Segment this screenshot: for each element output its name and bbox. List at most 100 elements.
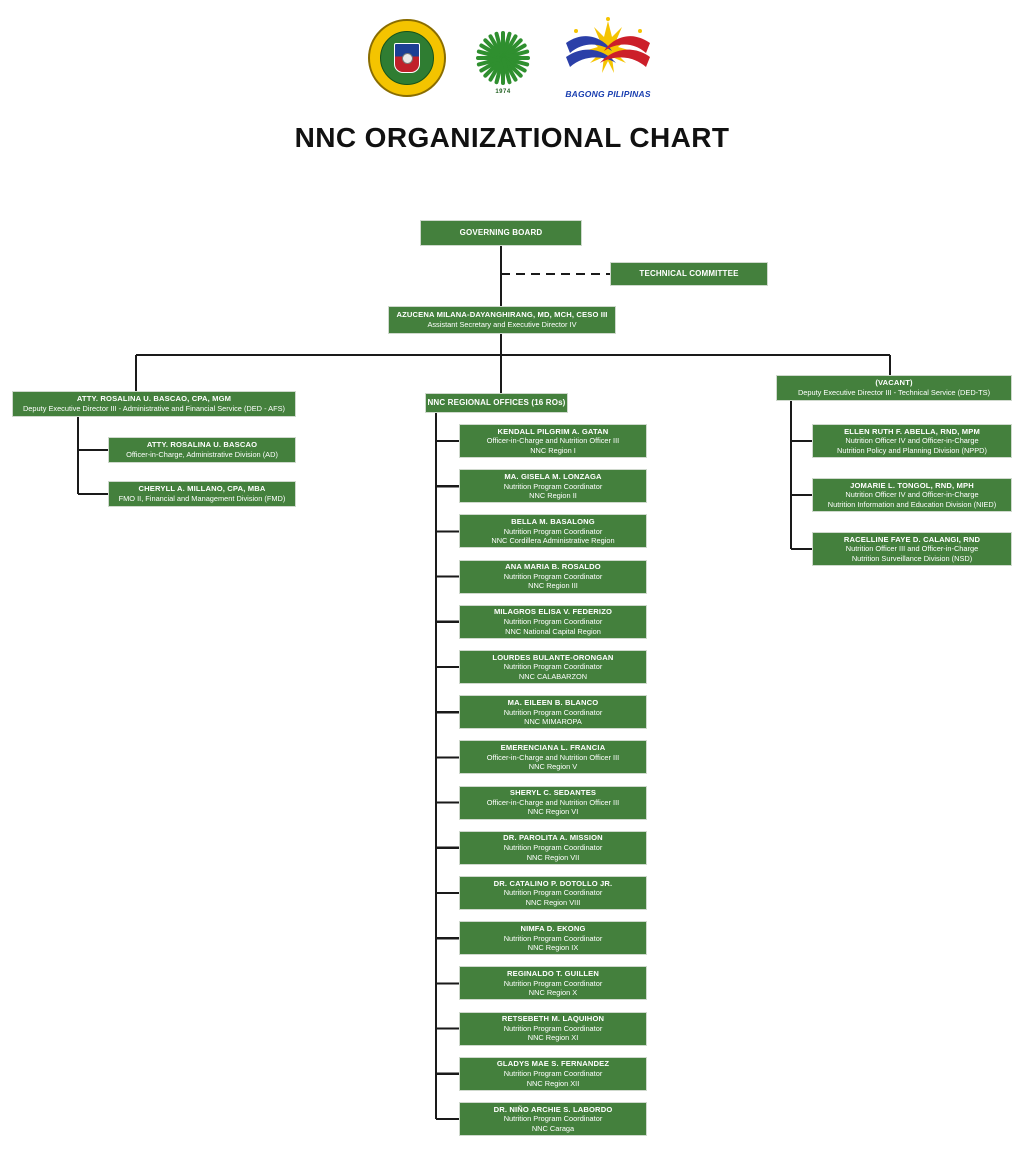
- regional-office-title: Nutrition Program Coordinator: [503, 978, 603, 988]
- regional-office-name: NIMFA D. EKONG: [520, 923, 586, 933]
- regional-office-name: KENDALL PILGRIM A. GATAN: [497, 426, 609, 436]
- governing-board-box[interactable]: GOVERNING BOARD: [420, 220, 582, 246]
- nsd-title: Nutrition Officer III and Officer-in-Cha…: [845, 544, 979, 554]
- regional-office-unit: NNC CALABARZON: [518, 671, 588, 681]
- regional-office-title: Nutrition Program Coordinator: [503, 1114, 603, 1124]
- nppd-unit: Nutrition Policy and Planning Division (…: [837, 445, 987, 455]
- technical-committee-label: TECHNICAL COMMITTEE: [639, 268, 739, 278]
- regional-office-unit: NNC Region X: [528, 988, 578, 998]
- nnc-logo-year: 1974: [495, 89, 511, 95]
- regional-office-name: MILAGROS ELISA V. FEDERIZO: [493, 607, 613, 617]
- regional-office-title: Nutrition Program Coordinator: [503, 571, 603, 581]
- bagong-pilipinas-icon: BAGONG PILIPINAS: [560, 17, 656, 99]
- regional-office-name: BELLA M. BASALONG: [511, 517, 595, 527]
- technical-committee-box[interactable]: TECHNICAL COMMITTEE: [610, 262, 768, 286]
- nied-unit: Nutrition Information and Education Divi…: [827, 499, 997, 509]
- regional-office-title: Nutrition Program Coordinator: [503, 617, 603, 627]
- regional-office-title: Nutrition Program Coordinator: [503, 526, 603, 536]
- regional-office-name: GLADYS MAE S. FERNANDEZ: [496, 1059, 610, 1069]
- regional-office-title: Nutrition Program Coordinator: [503, 662, 603, 672]
- regional-office-name: RETSEBETH M. LAQUIHON: [501, 1014, 605, 1024]
- regional-office-unit: NNC Region I: [530, 445, 576, 455]
- executive-director-title: Assistant Secretary and Executive Direct…: [427, 320, 577, 330]
- logo-row: 1974 BAGONG PILIPINAS: [0, 12, 1024, 104]
- financial-management-division-name: CHERYLL A. MILLANO, CPA, MBA: [138, 484, 266, 494]
- regional-office-name: DR. PAROLITA A. MISSION: [503, 833, 603, 843]
- regional-office-unit: NNC Region III: [528, 581, 578, 591]
- ded-ts-name: (VACANT): [875, 378, 913, 388]
- regional-offices-box[interactable]: NNC REGIONAL OFFICES (16 ROs): [425, 393, 568, 413]
- regional-office-unit: NNC Cordillera Administrative Region: [491, 536, 615, 546]
- regional-office-unit: NNC Region V: [528, 762, 578, 772]
- regional-office-name: DR. NIÑO ARCHIE S. LABORDO: [493, 1104, 613, 1114]
- regional-office-name: LOURDES BULANTE-ORONGAN: [492, 652, 614, 662]
- regional-office-name: ANA MARIA B. ROSALDO: [505, 562, 601, 572]
- regional-office-name: MA. GISELA M. LONZAGA: [504, 471, 602, 481]
- ded-afs-name: ATTY. ROSALINA U. BASCAO, CPA, MGM: [76, 394, 232, 404]
- ded-ts-title: Deputy Executive Director III - Technica…: [797, 388, 991, 398]
- executive-director-name: AZUCENA MILANA-DAYANGHIRANG, MD, MCH, CE…: [396, 310, 608, 320]
- nppd-name: ELLEN RUTH F. ABELLA, RND, MPM: [844, 426, 980, 436]
- regional-office-unit: NNC National Capital Region: [505, 626, 601, 636]
- regional-office-unit: NNC Caraga: [531, 1123, 575, 1133]
- page-title: NNC ORGANIZATIONAL CHART: [294, 122, 730, 153]
- nnc-logo-icon: 1974: [464, 19, 542, 97]
- financial-management-division-box[interactable]: CHERYLL A. MILLANO, CPA, MBA FMO II, Fin…: [108, 481, 296, 507]
- nppd-box[interactable]: ELLEN RUTH F. ABELLA, RND, MPM Nutrition…: [812, 424, 1012, 458]
- governing-board-label: GOVERNING BOARD: [459, 227, 543, 237]
- regional-office-name: DR. CATALINO P. DOTOLLO JR.: [493, 878, 613, 888]
- regional-office-unit: NNC Region XI: [527, 1033, 579, 1043]
- executive-director-box[interactable]: AZUCENA MILANA-DAYANGHIRANG, MD, MCH, CE…: [388, 306, 616, 334]
- nied-title: Nutrition Officer IV and Officer-in-Char…: [845, 490, 979, 500]
- administrative-division-box[interactable]: ATTY. ROSALINA U. BASCAO Officer-in-Char…: [108, 437, 296, 463]
- regional-office-title: Officer-in-Charge and Nutrition Officer …: [486, 436, 620, 446]
- nsd-name: RACELLINE FAYE D. CALANGI, RND: [843, 534, 981, 544]
- regional-office-title: Nutrition Program Coordinator: [503, 933, 603, 943]
- financial-management-division-title: FMO II, Financial and Management Divisio…: [118, 494, 286, 504]
- regional-office-name: MA. EILEEN B. BLANCO: [507, 697, 599, 707]
- regional-office-title: Officer-in-Charge and Nutrition Officer …: [486, 797, 620, 807]
- regional-office-title: Nutrition Program Coordinator: [503, 707, 603, 717]
- nsd-box[interactable]: RACELLINE FAYE D. CALANGI, RND Nutrition…: [812, 532, 1012, 566]
- regional-office-title: Officer-in-Charge and Nutrition Officer …: [486, 752, 620, 762]
- regional-office-name: REGINALDO T. GUILLEN: [506, 969, 599, 979]
- regional-office-title: Nutrition Program Coordinator: [503, 1023, 603, 1033]
- ded-afs-title: Deputy Executive Director III - Administ…: [22, 404, 286, 414]
- regional-office-title: Nutrition Program Coordinator: [503, 481, 603, 491]
- nied-name: JOMARIE L. TONGOL, RND, MPH: [850, 480, 974, 490]
- nnc-ray: [501, 58, 505, 85]
- regional-office-name: SHERYL C. SEDANTES: [509, 788, 597, 798]
- administrative-division-title: Officer-in-Charge, Administrative Divisi…: [126, 450, 278, 460]
- ded-afs-box[interactable]: ATTY. ROSALINA U. BASCAO, CPA, MGM Deput…: [12, 391, 296, 417]
- regional-office-title: Nutrition Program Coordinator: [503, 888, 603, 898]
- regional-office-unit: NNC Region IX: [527, 943, 579, 953]
- bagong-pilipinas-label: BAGONG PILIPINAS: [565, 89, 651, 99]
- regional-office-unit: NNC Region VII: [526, 852, 580, 862]
- nied-box[interactable]: JOMARIE L. TONGOL, RND, MPH Nutrition Of…: [812, 478, 1012, 512]
- doh-seal-icon: [368, 19, 446, 97]
- regional-office-unit: NNC MIMAROPA: [524, 717, 582, 727]
- nsd-unit: Nutrition Surveillance Division (NSD): [851, 553, 973, 563]
- regional-office-title: Nutrition Program Coordinator: [503, 843, 603, 853]
- regional-office-box[interactable]: DR. CATALINO P. DOTOLLO JR.Nutrition Pro…: [459, 876, 647, 910]
- regional-office-unit: NNC Region VIII: [525, 897, 581, 907]
- ded-ts-box[interactable]: (VACANT) Deputy Executive Director III -…: [776, 375, 1012, 401]
- regional-office-unit: NNC Region XII: [526, 1078, 580, 1088]
- administrative-division-name: ATTY. ROSALINA U. BASCAO: [146, 440, 258, 450]
- regional-office-unit: NNC Region VI: [527, 807, 579, 817]
